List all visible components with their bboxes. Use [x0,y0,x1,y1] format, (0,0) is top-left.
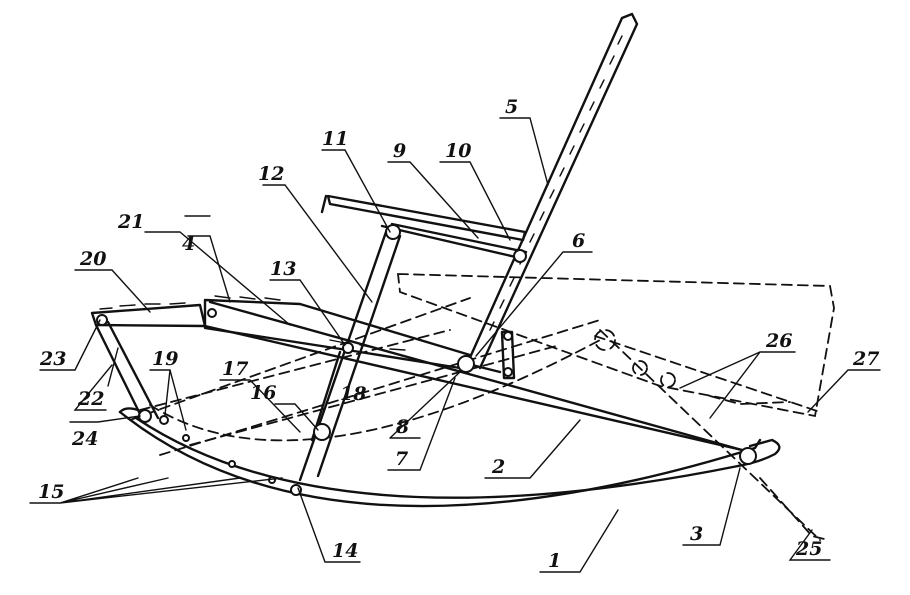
label-1: 1 [548,550,561,572]
label-13: 13 [270,258,296,280]
label-10: 10 [445,140,471,162]
label-20: 20 [79,248,106,270]
label-9: 9 [393,140,406,162]
label-3: 3 [690,523,703,545]
label-2: 2 [491,456,505,478]
backrest [466,12,639,370]
label-15: 15 [38,481,64,503]
pivot-points [138,409,757,496]
arm-support-links [298,230,402,482]
label-26: 26 [765,330,792,352]
armrest [320,194,528,263]
label-14: 14 [332,540,358,562]
seat-beam [203,300,744,452]
label-23: 23 [39,348,66,370]
label-27: 27 [852,348,879,370]
label-24: 24 [71,428,98,450]
rear-linkage [457,330,516,380]
label-12: 12 [258,163,284,185]
seat-front-section [90,295,472,370]
label-16: 16 [250,382,276,404]
label-19: 19 [152,348,178,370]
rocker-runner [118,407,781,508]
label-25: 25 [795,538,822,560]
label-4: 4 [182,233,195,255]
leader-lines [29,117,881,573]
label-22: 22 [77,388,104,410]
label-6: 6 [572,230,585,252]
label-21: 21 [117,211,144,233]
reclined-position-outline [129,273,835,541]
front-leg [94,320,160,420]
label-11: 11 [322,128,348,150]
label-8: 8 [395,416,409,438]
label-7: 7 [395,448,408,470]
label-17: 17 [222,358,248,380]
label-5: 5 [505,96,518,118]
callout-labels: 1 2 3 4 5 6 7 8 9 10 11 12 13 14 15 16 1… [38,96,879,572]
label-18: 18 [340,383,366,405]
